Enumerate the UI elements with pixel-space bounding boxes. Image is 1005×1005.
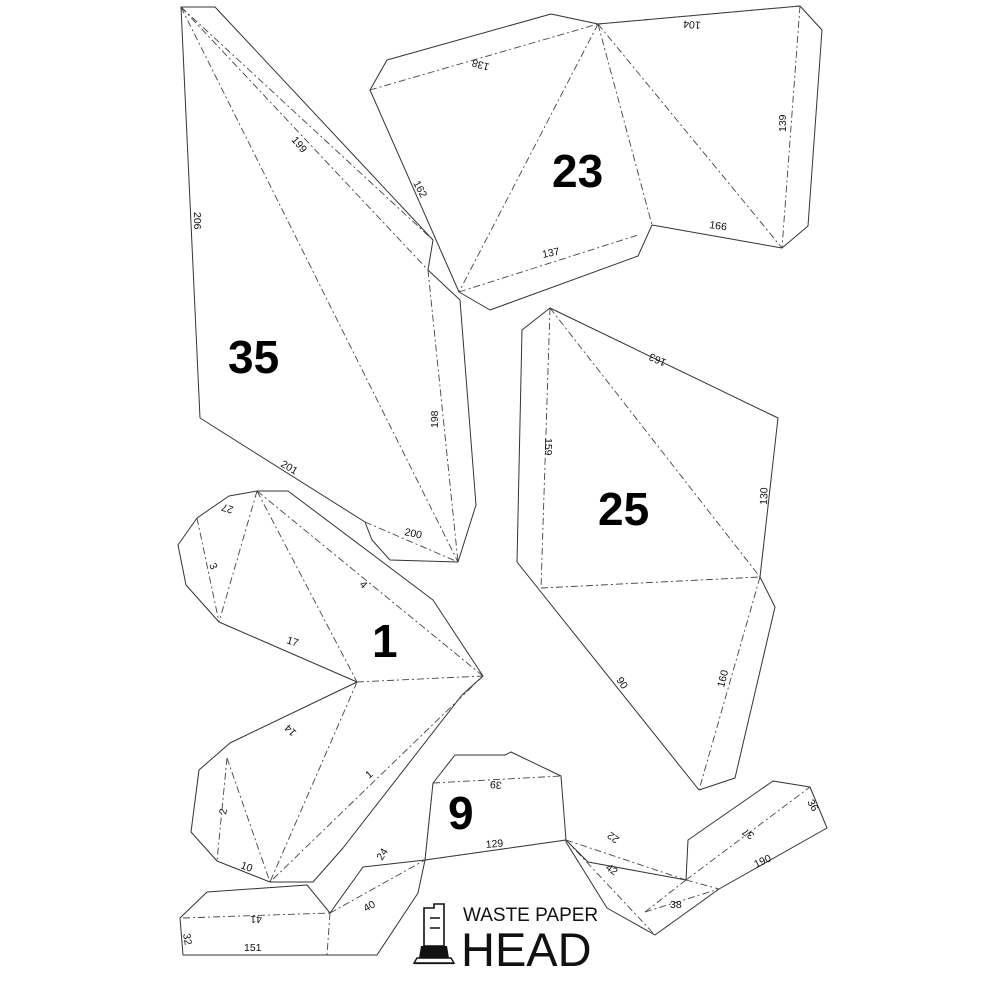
edge-label-166: 166 xyxy=(709,219,728,233)
edge-label-198: 198 xyxy=(429,410,441,428)
piece-23: 23 138 104 162 139 137 166 xyxy=(369,5,823,311)
piece-25-outline xyxy=(516,307,779,791)
edge-label-201: 201 xyxy=(279,458,300,477)
head-icon xyxy=(412,903,456,965)
edge-label-4: 4 xyxy=(357,579,370,592)
waste-paper-head-logo: WASTE PAPER HEAD xyxy=(412,903,598,976)
edge-label-37: 37 xyxy=(740,825,756,842)
edge-label-2: 2 xyxy=(217,808,230,816)
edge-label-163: 163 xyxy=(647,350,668,368)
piece-1-number: 1 xyxy=(372,615,398,667)
edge-label-160: 160 xyxy=(715,669,731,689)
brand-line-2: HEAD xyxy=(461,923,592,976)
edge-label-14: 14 xyxy=(282,722,299,739)
edge-label-40: 40 xyxy=(362,898,378,914)
piece-9-number: 9 xyxy=(448,787,474,839)
brand-line-1: WASTE PAPER xyxy=(463,905,598,926)
piece-9-outline xyxy=(179,751,828,956)
piece-1: 1 27 3 4 17 14 1 2 10 24 xyxy=(177,490,484,883)
edge-label-36: 36 xyxy=(804,798,820,814)
piece-35-outline xyxy=(180,6,477,563)
edge-label-206: 206 xyxy=(191,212,203,230)
edge-label-200: 200 xyxy=(403,526,423,541)
edge-label-39: 39 xyxy=(489,778,502,791)
edge-label-27: 27 xyxy=(220,500,235,515)
edge-label-24: 24 xyxy=(374,846,390,862)
edge-label-3: 3 xyxy=(206,561,219,572)
edge-label-137: 137 xyxy=(541,246,561,261)
edge-label-32: 32 xyxy=(180,932,194,946)
edge-label-10: 10 xyxy=(239,860,254,875)
piece-23-outline xyxy=(369,5,823,311)
edge-label-130: 130 xyxy=(758,487,771,505)
edge-label-199: 199 xyxy=(289,134,310,155)
edge-label-138: 138 xyxy=(471,56,491,72)
piece-9: 9 39 129 22 42 38 37 36 190 40 41 32 151 xyxy=(179,751,828,956)
edge-label-151: 151 xyxy=(244,942,262,954)
piece-25-number: 25 xyxy=(598,483,649,535)
edge-label-42: 42 xyxy=(603,862,620,879)
piece-35-fold xyxy=(180,6,434,241)
edge-label-1: 1 xyxy=(363,768,375,781)
edge-label-104: 104 xyxy=(683,17,702,30)
edge-label-139: 139 xyxy=(777,114,789,132)
edge-label-22: 22 xyxy=(605,829,622,846)
edge-label-159: 159 xyxy=(542,438,554,456)
piece-23-number: 23 xyxy=(552,145,603,197)
piece-35-number: 35 xyxy=(228,331,279,383)
piece-35: 35 206 199 198 201 200 xyxy=(180,6,477,563)
edge-label-38: 38 xyxy=(670,899,682,911)
piece-25: 25 163 159 130 90 160 xyxy=(516,307,779,791)
edge-label-90: 90 xyxy=(614,675,631,692)
edge-label-190: 190 xyxy=(752,852,773,870)
edge-label-129: 129 xyxy=(485,837,504,850)
edge-label-17: 17 xyxy=(285,634,300,649)
edge-label-41: 41 xyxy=(250,913,262,925)
edge-label-162: 162 xyxy=(410,179,429,200)
